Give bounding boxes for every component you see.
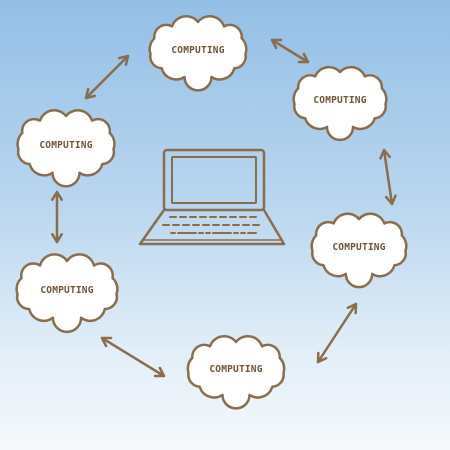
cloud-node: COMPUTING [292,65,388,142]
clouds-layer: COMPUTING COMPUTING COMPUTING COMPUTING COMP… [15,15,408,410]
cloud-label: COMPUTING [313,95,366,106]
cloud-icon [148,15,248,92]
double-arrow-icon [51,190,63,244]
cloud-icon [15,253,119,334]
arrows-layer [51,38,397,378]
cloud-icon [186,334,286,410]
cloud-node: COMPUTING [16,109,116,188]
cloud-label: COMPUTING [209,364,262,375]
cloud-label: COMPUTING [171,45,224,56]
cloud-icon [310,212,408,289]
cloud-label: COMPUTING [39,140,92,151]
double-arrow-icon [379,148,397,206]
double-arrow-icon [100,336,166,378]
double-arrow-icon [84,54,130,100]
cloud-icon [16,109,116,188]
double-arrow-icon [316,302,358,364]
cloud-icon [292,65,388,142]
cloud-node: COMPUTING [310,212,408,289]
cloud-label: COMPUTING [40,285,93,296]
cloud-label: COMPUTING [332,242,385,253]
cloud-node: COMPUTING [186,334,286,410]
double-arrow-icon [270,38,310,64]
cloud-node: COMPUTING [15,253,119,334]
laptop-icon [138,148,286,246]
cloud-node: COMPUTING [148,15,248,92]
